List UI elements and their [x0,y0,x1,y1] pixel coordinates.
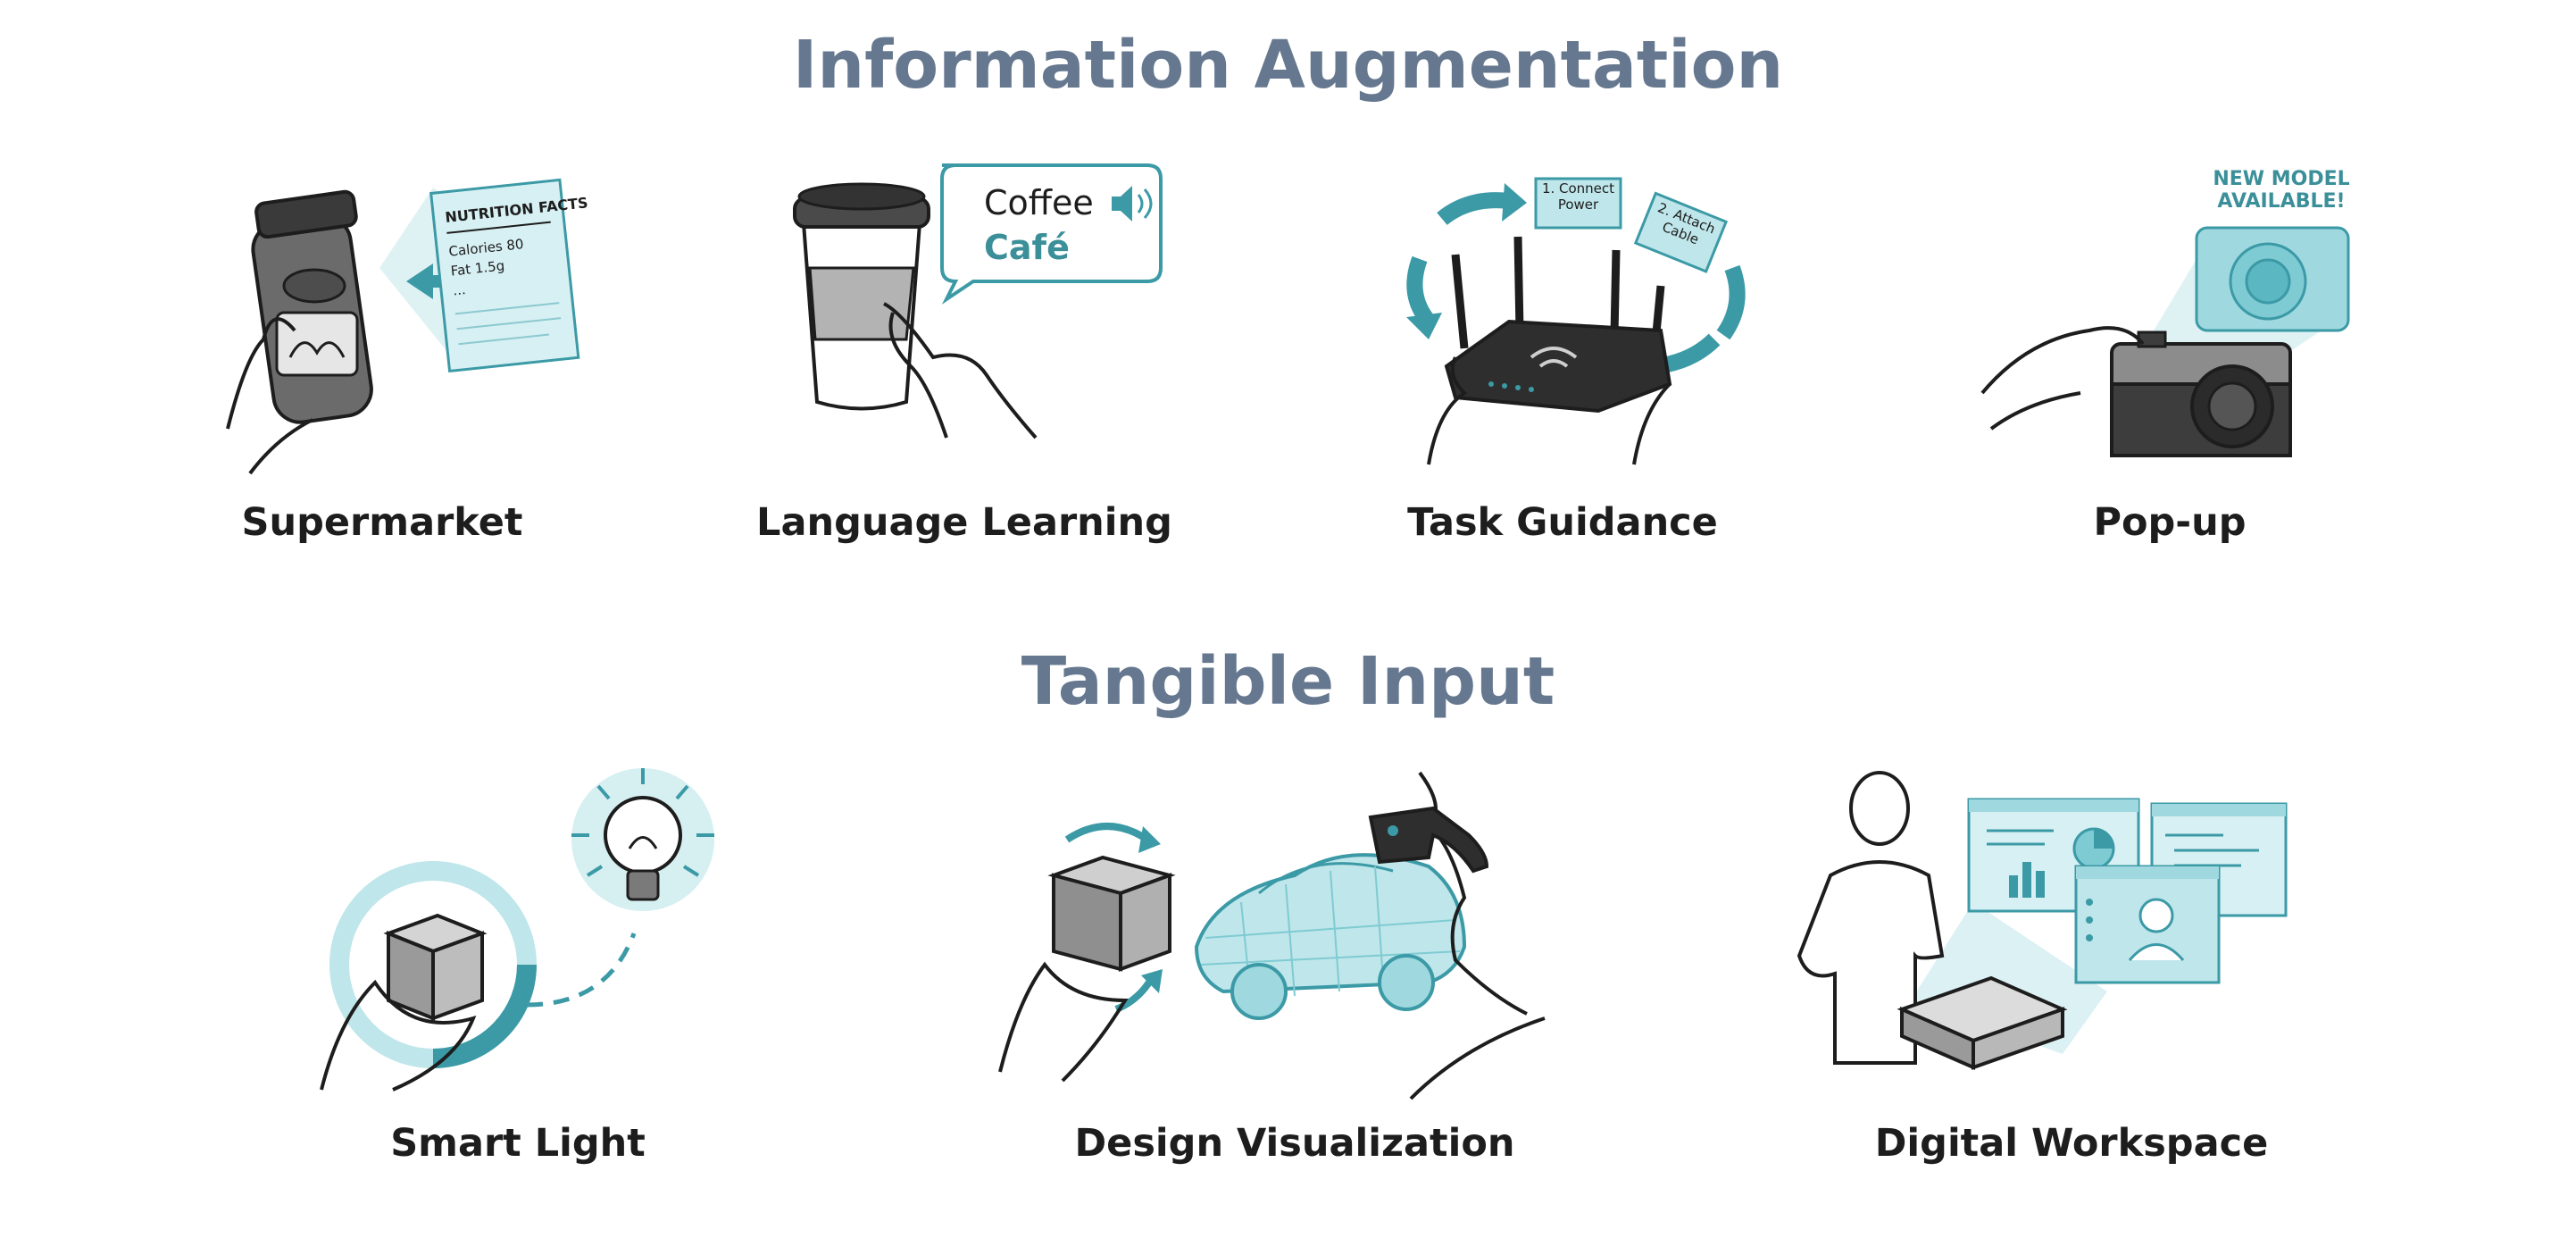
illustration-task-guidance: 1. Connect Power 2. Attach Cable [1393,170,1768,482]
illustration-design-visualization [991,768,1546,1100]
jar-icon [251,189,373,424]
section-title-information-augmentation: Information Augmentation [792,27,1784,104]
illustration-supermarket: NUTRITION FACTS Calories 80 Fat 1.5g ... [214,170,589,482]
illustration-digital-workspace [1795,768,2295,1090]
caption-pop-up: Pop-up [2093,500,2247,545]
caption-language-learning: Language Learning [756,500,1172,545]
nutrition-ellipsis: ... [452,281,466,298]
caption-design-visualization: Design Visualization [1074,1121,1515,1166]
grey-cube-icon [1047,855,1176,972]
illustration-pop-up: NEW MODEL AVAILABLE! [1973,161,2366,482]
wooden-cube-icon [383,913,488,1021]
wireframe-car-icon [1194,853,1467,1020]
caption-supermarket: Supermarket [241,500,523,545]
router-icon [1444,236,1672,414]
camera-icon [2110,330,2292,457]
step-1-label: 1. Connect Power [1541,180,1615,213]
word-coffee: Coffee [984,183,1094,222]
section-title-tangible-input: Tangible Input [1021,643,1555,720]
caption-task-guidance: Task Guidance [1407,500,1718,545]
caption-digital-workspace: Digital Workspace [1874,1121,2269,1166]
light-bulb-icon [571,768,714,911]
virtual-camera-icon [2195,226,2350,332]
video-call-screen-icon [2074,865,2221,984]
word-cafe: Café [984,228,1070,267]
speaker-icon [1112,186,1153,222]
smart-glasses-icon [1368,806,1489,874]
coffee-cup-icon [793,182,930,411]
mini-pc-icon [1897,975,2068,1071]
caption-smart-light: Smart Light [390,1121,646,1166]
illustration-smart-light [304,759,732,1099]
new-model-banner: NEW MODEL AVAILABLE! [2213,168,2350,213]
nutrition-label-icon: NUTRITION FACTS Calories 80 Fat 1.5g ... [429,178,588,373]
illustration-language-learning: Coffee Café [786,161,1179,482]
